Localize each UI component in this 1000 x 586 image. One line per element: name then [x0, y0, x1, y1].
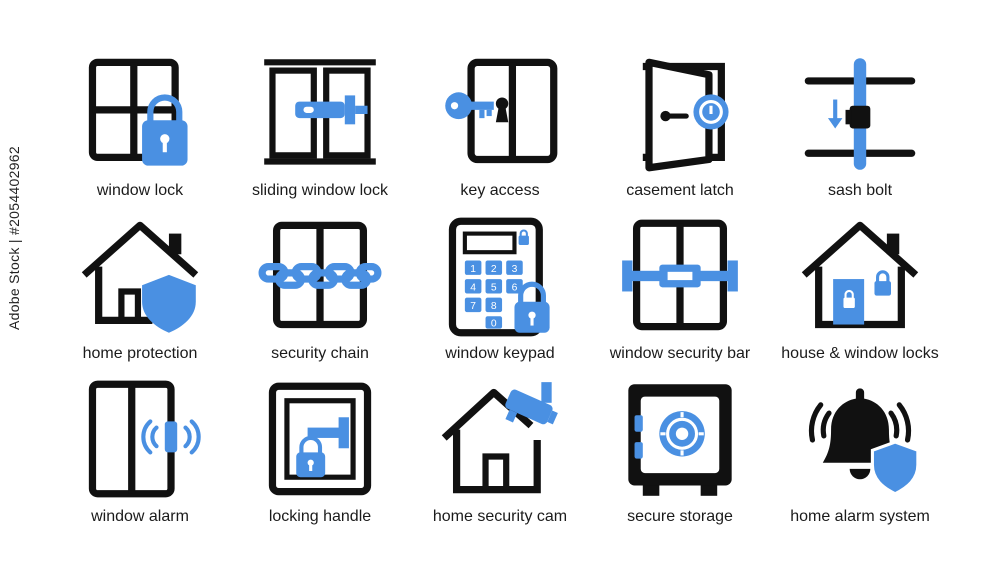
- icon-tile-secure-storage: secure storage: [590, 378, 770, 541]
- keypad-key: 2: [491, 264, 497, 275]
- icon-label: sliding window lock: [251, 182, 389, 199]
- home-protection-icon: [81, 221, 199, 333]
- icon-tile-window-security-bar: window security bar: [590, 215, 770, 378]
- key-access-icon: [445, 58, 558, 164]
- keypad-key: 4: [470, 282, 476, 293]
- icon-label: window keypad: [445, 345, 555, 362]
- keypad-key: 5: [491, 282, 497, 293]
- window-alarm-icon: [88, 380, 201, 498]
- icon-label: window alarm: [91, 508, 189, 525]
- keypad-key: 1: [470, 264, 476, 275]
- icon-label: home alarm system: [790, 508, 930, 525]
- icon-label: casement latch: [626, 182, 734, 199]
- sash-bolt-icon: [804, 58, 916, 170]
- icon-label: home security cam: [432, 508, 568, 525]
- icon-tile-home-alarm-system: home alarm system: [770, 378, 950, 541]
- keypad-key: 3: [512, 264, 518, 275]
- icon-tile-locking-handle: locking handle: [230, 378, 410, 541]
- icon-tile-window-alarm: window alarm: [50, 378, 230, 541]
- icon-grid: window lock sliding window lock k: [50, 52, 950, 541]
- icon-tile-home-protection: home protection: [50, 215, 230, 378]
- icon-tile-home-security-cam: home security cam: [410, 378, 590, 541]
- icon-tile-security-chain: security chain: [230, 215, 410, 378]
- window-security-bar-icon: [622, 219, 738, 331]
- icon-label: sash bolt: [827, 182, 893, 199]
- secure-storage-icon: [628, 384, 732, 496]
- icon-tile-key-access: key access: [410, 52, 590, 215]
- keypad-key: 6: [512, 282, 518, 293]
- sliding-window-lock-icon: [264, 59, 376, 165]
- window-lock-icon: [88, 58, 188, 166]
- icon-label: window security bar: [609, 345, 751, 362]
- security-chain-icon: [258, 221, 382, 329]
- window-keypad-icon: 1 2 3 4 5 6 7 8 9 0: [448, 217, 550, 337]
- icon-tile-casement-latch: casement latch: [590, 52, 770, 215]
- keypad-key: 7: [470, 301, 476, 312]
- locking-handle-icon: [268, 382, 372, 496]
- home-alarm-system-icon: [808, 388, 920, 496]
- icon-label: window lock: [96, 182, 184, 199]
- icon-label: house & window locks: [781, 345, 939, 362]
- keypad-key: 0: [491, 319, 497, 330]
- icon-tile-sash-bolt: sash bolt: [770, 52, 950, 215]
- house-window-locks-icon: [801, 221, 919, 329]
- icon-tile-sliding-window-lock: sliding window lock: [230, 52, 410, 215]
- stock-id: Adobe Stock | #2054402962: [6, 146, 22, 330]
- icon-label: locking handle: [268, 508, 372, 525]
- icon-tile-house-window-locks: house & window locks: [770, 215, 950, 378]
- icon-label: secure storage: [627, 508, 733, 525]
- casement-latch-icon: [642, 58, 729, 172]
- icon-tile-window-keypad: 1 2 3 4 5 6 7 8 9 0 window keypad: [410, 215, 590, 378]
- icon-label: key access: [460, 182, 540, 199]
- icon-label: security chain: [271, 345, 369, 362]
- icon-tile-window-lock: window lock: [50, 52, 230, 215]
- icon-label: home protection: [82, 345, 198, 362]
- home-security-cam-icon: [441, 382, 558, 494]
- keypad-key: 8: [491, 301, 497, 312]
